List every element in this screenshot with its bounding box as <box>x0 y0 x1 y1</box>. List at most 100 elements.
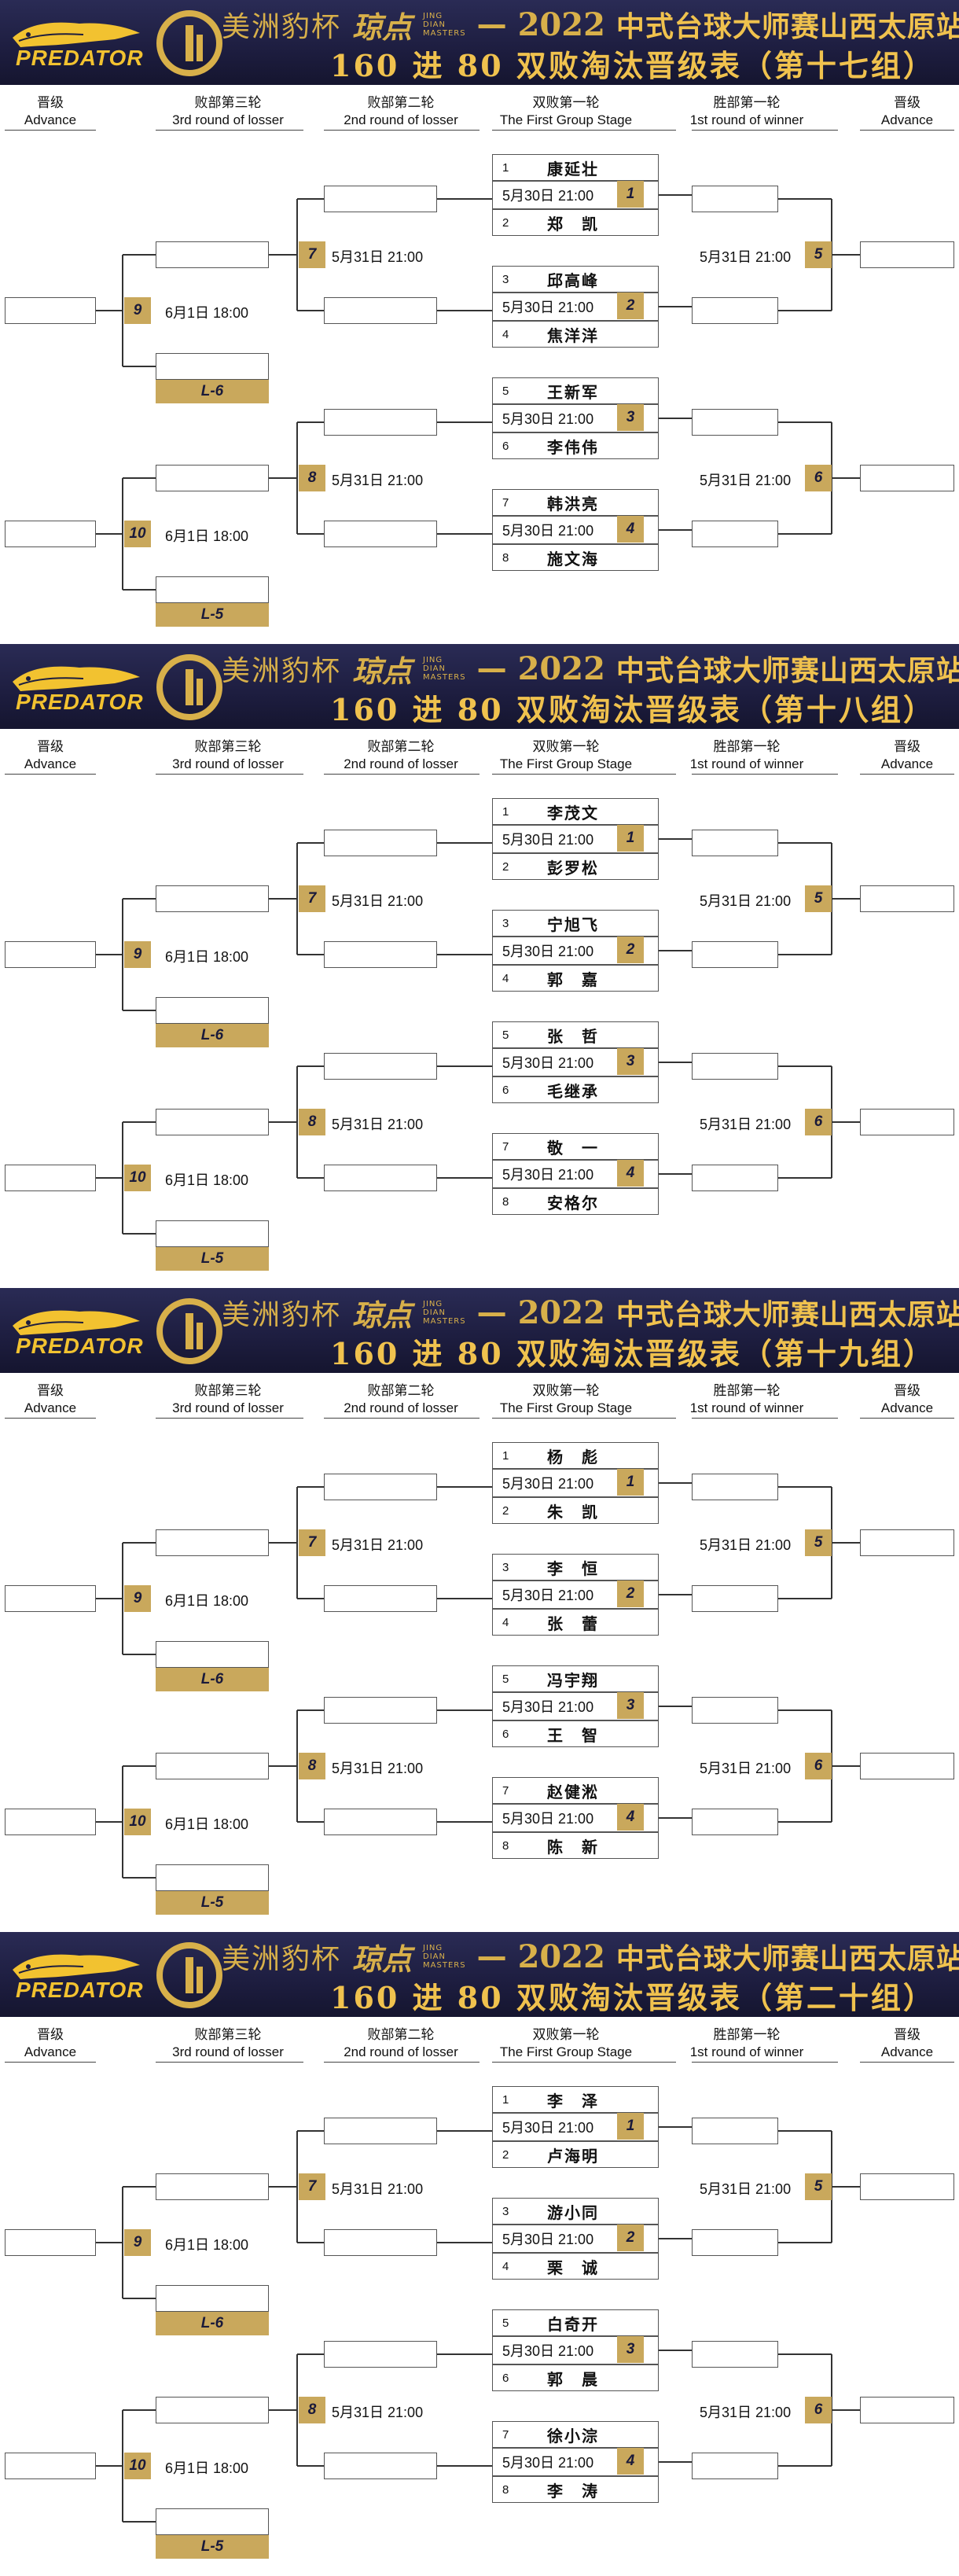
connector-line <box>122 255 123 366</box>
connector-line <box>297 533 324 535</box>
player-name: 安格尔 <box>547 1193 599 1213</box>
event-year: 2022 <box>517 6 605 43</box>
connector-line <box>296 1066 298 1178</box>
event-name: 中式台球大师赛山西太原站 <box>615 1299 959 1331</box>
player-seed: 7 <box>502 1783 509 1798</box>
player-name: 郑 凯 <box>547 214 599 234</box>
connector-line <box>659 1062 692 1063</box>
connector-line <box>437 2465 492 2467</box>
connector-line <box>832 2409 860 2411</box>
connector-line <box>296 1487 298 1599</box>
predator-panther-logo <box>13 1954 140 1979</box>
match-time: 5月30日 21:00 <box>502 944 594 959</box>
loss-label-badge: L-6 <box>156 1024 269 1047</box>
player-name: 朱 凯 <box>547 1502 599 1522</box>
column-header-cn: 胜部第一轮 <box>713 1383 781 1399</box>
connector-line <box>123 477 156 479</box>
match-number-badge: 8 <box>299 2397 325 2423</box>
match-number-badge: 9 <box>124 2229 151 2256</box>
match-number-badge: 7 <box>299 885 325 912</box>
connector-line <box>297 1486 324 1488</box>
connector-line <box>832 1765 860 1767</box>
column-header-cn: 败部第二轮 <box>367 739 435 755</box>
player-name: 王 智 <box>547 1725 599 1745</box>
advance-slot <box>5 297 96 324</box>
loser-slot <box>156 1220 269 1247</box>
player-seed: 6 <box>502 2371 509 2385</box>
connector-line <box>778 310 832 311</box>
winner-slot <box>692 2118 778 2144</box>
loser-slot <box>324 1165 437 1191</box>
connector-line <box>778 421 832 423</box>
match-time: 5月31日 21:00 <box>332 249 424 265</box>
header-divider <box>324 1418 480 1419</box>
connector-line <box>123 589 156 591</box>
connector-line <box>778 1065 832 1067</box>
match-number-badge: 9 <box>124 297 151 324</box>
match-time: 5月31日 21:00 <box>700 473 792 488</box>
connector-line <box>123 1233 156 1235</box>
advance-slot <box>860 241 954 268</box>
header-divider <box>860 1418 954 1419</box>
column-header-cn: 晋级 <box>894 739 920 755</box>
connector-line <box>659 838 692 840</box>
loser-slot <box>324 1809 437 1835</box>
loser-slot <box>156 997 269 1024</box>
player-seed: 5 <box>502 1672 509 1686</box>
loser-slot <box>324 1585 437 1612</box>
connector-line <box>832 1121 860 1123</box>
match-number-badge: 3 <box>617 404 644 431</box>
player-seed: 3 <box>502 272 509 286</box>
loser-slot <box>324 186 437 212</box>
connector-line <box>123 254 156 256</box>
connector-line <box>778 2465 832 2467</box>
match-number-badge: 2 <box>617 2225 644 2251</box>
column-header-en: The First Group Stage <box>499 2044 633 2059</box>
match-number-badge: 6 <box>805 465 832 491</box>
player-seed: 5 <box>502 1028 509 1042</box>
connector-line <box>437 1065 492 1067</box>
connector-line <box>659 529 692 531</box>
match-number-badge: 5 <box>805 241 832 268</box>
match-time: 5月31日 21:00 <box>700 893 792 909</box>
advance-slot <box>860 1753 954 1779</box>
player-seed: 7 <box>502 2427 509 2442</box>
jingdian-english-line: MASTERS <box>423 1960 466 1970</box>
match-time: 5月31日 21:00 <box>700 1117 792 1132</box>
match-number-badge: 9 <box>124 1585 151 1612</box>
loser-slot <box>324 2341 437 2368</box>
column-header-en: Advance <box>880 756 934 771</box>
jingdian-name: 琼点 <box>352 653 413 689</box>
player-seed: 3 <box>502 2204 509 2218</box>
connector-line <box>123 2298 156 2299</box>
winner-slot <box>692 186 778 212</box>
player-name: 李 恒 <box>547 1558 599 1578</box>
connector-line <box>269 1765 297 1767</box>
player-seed: 6 <box>502 1727 509 1741</box>
advance-slot <box>860 465 954 491</box>
header-divider <box>5 1418 96 1419</box>
connector-line <box>122 2410 123 2522</box>
match-time: 5月30日 21:00 <box>502 2455 594 2471</box>
header-divider <box>156 2062 303 2063</box>
match-time: 5月31日 21:00 <box>332 1761 424 1776</box>
loser-slot <box>156 576 269 603</box>
player-name: 徐小淙 <box>547 2426 599 2445</box>
jingdian-circle-logo <box>156 1942 222 2008</box>
column-header-en: Advance <box>24 112 77 127</box>
match-number-badge: 8 <box>299 1109 325 1135</box>
